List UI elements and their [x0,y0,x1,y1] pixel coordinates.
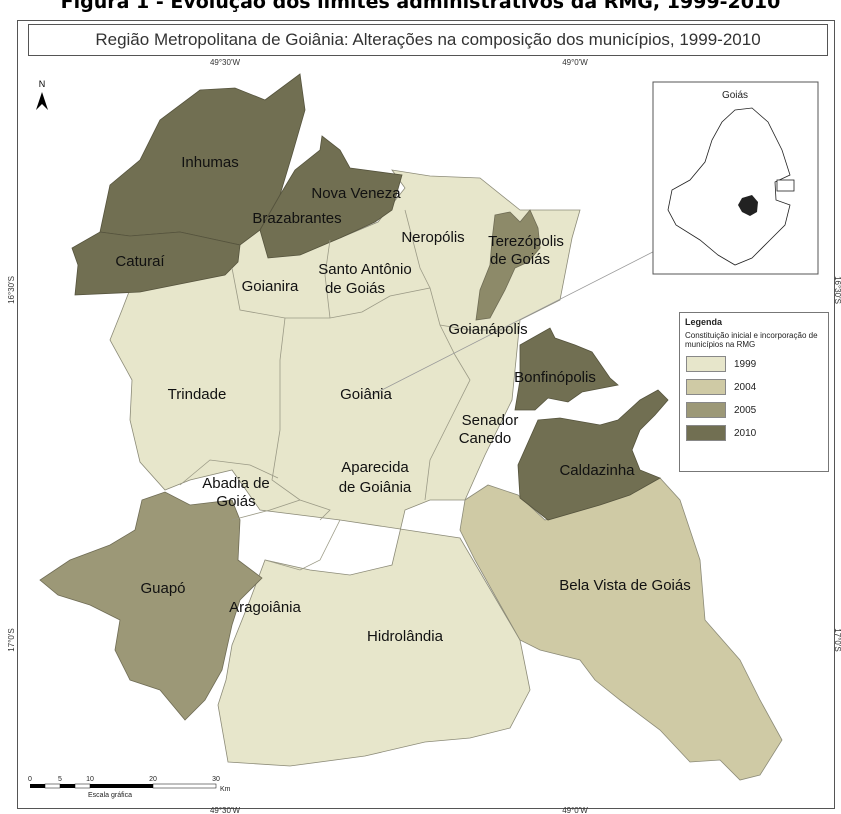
scale-unit: Km [220,786,231,793]
legend-swatch-2010 [686,425,726,441]
region-brazabrantes-2010 [259,135,403,259]
label-bonfinopolis: Bonfinópolis [514,369,596,386]
scale-tick-5: 5 [58,776,62,783]
label-terezopolis-2: de Goiás [490,251,550,268]
coord-top-right: 49°0'W [562,58,588,67]
label-senador-canedo-2: Canedo [459,430,512,447]
coord-left-upper: 16°30'S [7,276,16,304]
north-label: N [39,79,46,89]
coord-bottom-right: 49°0'W [562,806,588,814]
label-goiania: Goiânia [340,386,392,403]
internal-borders [179,209,510,571]
label-inhumas: Inhumas [181,154,239,171]
label-hidrolandia: Hidrolândia [367,628,444,645]
label-abadia-2: Goiás [216,493,255,510]
region-guapo-2005 [39,491,263,721]
scale-tick-10: 10 [86,776,94,783]
label-goianira: Goianira [242,278,299,295]
legend-item-2004: 2004 [686,379,828,395]
scale-label: Escala gráfica [88,792,132,799]
legend-label-2010: 2010 [734,427,757,439]
region-bonfinopolis-2010 [514,327,619,411]
legend-subtitle: Constituição inicial e incorporação de m… [685,331,818,349]
label-bela-vista: Bela Vista de Goiás [559,577,690,594]
label-terezopolis-1: Terezópolis [488,233,564,250]
scale-tick-30: 30 [212,776,220,783]
label-aragoiania: Aragoiânia [229,599,301,616]
coord-left-lower: 17°0'S [7,628,16,651]
coord-bottom-left: 49°30'W [210,806,241,814]
label-aparecida-1: Aparecida [341,459,409,476]
label-caldazinha: Caldazinha [559,462,635,479]
coord-right-upper: 16°30'S [833,276,841,304]
legend-item-1999: 1999 [686,356,828,372]
inset-title: Goiás [722,90,748,101]
legend-item-2010: 2010 [686,425,828,441]
legend-item-2005: 2005 [686,402,828,418]
inset-goias-outline [667,107,791,266]
coord-top-left: 49°30'W [210,58,241,67]
label-santo-antonio-2: de Goiás [325,280,385,297]
inset-rmg-highlight [738,195,758,216]
legend-title: Legenda [685,317,723,327]
region-1999-base [109,169,581,767]
label-brazabrantes: Brazabrantes [252,210,341,227]
label-senador-canedo-1: Senador [462,412,519,429]
inset-df-box [776,179,795,192]
label-nova-veneza: Nova Veneza [311,185,401,202]
region-terezopolis-2005 [475,209,541,321]
legend-swatch-2005 [686,402,726,418]
coord-right-lower: 17°0'S [833,628,841,651]
region-caldazinha-2010 [517,389,669,521]
legend-box: Legenda Constituição inicial e incorpora… [679,312,829,472]
figure-caption: Figura 1 - Evolução dos limites administ… [60,0,781,13]
label-abadia-1: Abadia de [202,475,270,492]
map-title: Região Metropolitana de Goiânia: Alteraç… [28,24,828,56]
label-trindade: Trindade [168,386,227,403]
label-santo-antonio-1: Santo Antônio [318,261,411,278]
north-arrow-icon: N [36,79,48,110]
label-guapo: Guapó [140,580,185,597]
scale-bar: 0 5 10 20 30 Km Escala gráfica [28,776,231,799]
label-neropolis: Neropólis [401,229,464,246]
legend-label-1999: 1999 [734,358,757,370]
label-aparecida-2: de Goiânia [339,479,412,496]
legend-label-2005: 2005 [734,404,757,416]
scale-tick-0: 0 [28,776,32,783]
legend-swatch-2004 [686,379,726,395]
label-goianapolis: Goianápolis [448,321,527,338]
label-caturai: Caturaí [115,253,165,270]
scale-tick-20: 20 [149,776,157,783]
legend-label-2004: 2004 [734,381,757,393]
legend-swatch-1999 [686,356,726,372]
region-caturai-2010 [71,231,241,296]
